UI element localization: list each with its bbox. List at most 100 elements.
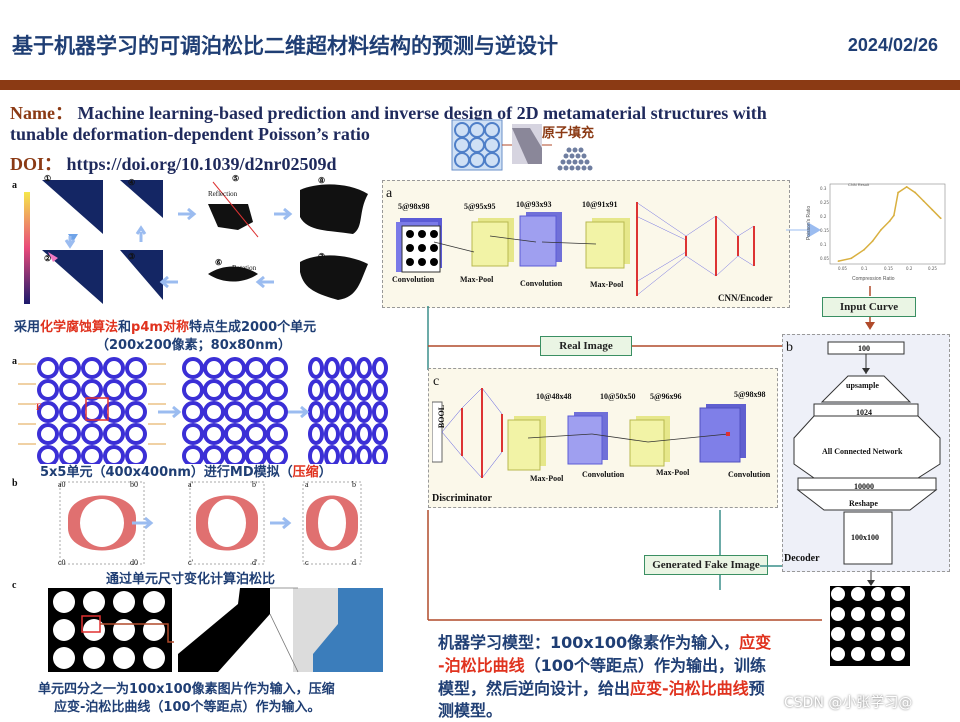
step-label-3: ③ xyxy=(128,252,136,261)
encoder-to-chart-arrow xyxy=(786,222,821,238)
disc-layer-4: 5@98x98 xyxy=(734,390,766,399)
real-image-tag: Real Image xyxy=(540,336,632,356)
caption-input-line2: 应变-泊松比曲线（100个等距点）作为输入。 xyxy=(54,700,321,715)
disc-layer-2: 10@50x50 xyxy=(600,392,636,401)
corner-b: b xyxy=(352,480,356,489)
caption-poisson: 通过单元尺寸变化计算泊松比 xyxy=(106,572,276,587)
chart-point xyxy=(837,260,840,263)
caption-etching-red2: p4m对称 xyxy=(131,320,189,335)
decoder-panel-letter: b xyxy=(786,340,793,355)
etching-algorithm-figure xyxy=(24,180,368,304)
doi-link[interactable]: https://doi.org/10.1039/d2nr02509d xyxy=(66,154,337,174)
summary-line3-pre: 模型，然后逆向设计，给出 xyxy=(438,679,631,698)
corner-a0: a0 xyxy=(58,480,66,489)
page-title: 基于机器学习的可调泊松比二维超材料结构的预测与逆设计 xyxy=(12,34,558,58)
chart-xtick-5: 0.25 xyxy=(928,266,937,271)
poisson-curve-svg xyxy=(829,183,946,265)
summary-line3-red: 应变-泊松比曲线 xyxy=(630,679,749,698)
chart-xtick-2: 0.1 xyxy=(861,266,868,271)
chart-point xyxy=(892,214,895,217)
chart-point xyxy=(863,248,865,251)
step-label-2: ② xyxy=(44,254,52,263)
cnn-layer-1: 5@98x98 xyxy=(398,202,430,211)
chart-ytick-3: 0.2 xyxy=(820,214,827,219)
panel-a-letter: a xyxy=(12,180,17,191)
summary-line4: 测模型。 xyxy=(438,701,503,720)
chart-legend: CNN Result xyxy=(848,182,870,187)
chart-ytick-2: 0.25 xyxy=(820,200,829,205)
decoder-diagram xyxy=(793,341,941,565)
summary-line2-red: -泊松比曲线 xyxy=(438,656,525,675)
summary-line1-red: 应变 xyxy=(739,633,772,652)
corner-d0: d0 xyxy=(130,558,138,567)
panel-md-letter: a xyxy=(12,356,17,367)
summary-line1-pre: 机器学习模型：100x100像素作为输入， xyxy=(438,633,740,652)
summary-line2: -泊松比曲线（100个等距点）作为输出，训练 xyxy=(438,655,766,677)
paper-title-part2: tunable deformation-dependent Poisson’s … xyxy=(10,124,370,144)
chart-point xyxy=(914,191,917,194)
paper-doi-line: DOI： https://doi.org/10.1039/d2nr02509d xyxy=(10,150,337,176)
decoder-output: 100x100 xyxy=(851,533,879,542)
unit-cell-deformation-figure xyxy=(59,481,362,565)
decoder-reshape: Reshape xyxy=(849,499,878,508)
force-label-left: F xyxy=(36,402,42,412)
caption-etching-mid: 和 xyxy=(118,320,132,335)
chart-ytick-5: 0.1 xyxy=(820,242,827,247)
cnn-op-1: Convolution xyxy=(392,275,435,284)
decoder-to-output-arrow xyxy=(867,570,875,586)
chart-ylabel: Poisson's Ratio xyxy=(806,205,813,241)
corner-c-prime: c' xyxy=(188,558,193,567)
caption-input-line1: 单元四分之一为100x100像素图片作为输入，压缩 xyxy=(38,682,335,697)
decoder-input: 100 xyxy=(858,344,870,353)
disc-op-4: Convolution xyxy=(728,470,771,479)
bool-label: BOOL xyxy=(437,404,447,429)
step-label-4: ④ xyxy=(128,178,136,187)
decoder-to-fake-line xyxy=(760,565,784,567)
input-curve-tag: Input Curve xyxy=(822,297,916,317)
summary-line1: 机器学习模型：100x100像素作为输入，应变 xyxy=(438,632,771,654)
cnn-layer-3: 10@93x93 xyxy=(516,200,552,209)
decoder-fcn: All Connected Network xyxy=(822,447,903,456)
chart-ytick-6: 0.05 xyxy=(820,256,829,261)
corner-c: c xyxy=(305,558,309,567)
pixel-input-figure xyxy=(48,587,383,673)
decoder-output-pattern xyxy=(830,586,910,666)
chart-xtick-3: 0.15 xyxy=(884,266,893,271)
generated-fake-tag: Generated Fake Image xyxy=(644,555,768,575)
discriminator-diagram xyxy=(432,387,746,479)
step-label-5: ⑤ xyxy=(232,174,240,183)
chart-point xyxy=(880,228,883,231)
cnn-layer-4: 10@91x91 xyxy=(582,200,618,209)
cnn-panel-letter: a xyxy=(386,186,393,201)
chart-xtick-4: 0.2 xyxy=(906,266,913,271)
rotation-label: Rotation xyxy=(232,264,257,272)
paper-title-part1: Machine learning-based prediction and in… xyxy=(77,103,767,123)
panel-c-letter-left: c xyxy=(12,580,17,591)
summary-line3-post: 预 xyxy=(748,679,765,698)
cnn-op-3: Convolution xyxy=(520,279,563,288)
cnn-op-2: Max-Pool xyxy=(460,275,494,284)
cnn-op-4: Max-Pool xyxy=(590,280,624,289)
chart-xtick-1: 0.05 xyxy=(838,266,847,271)
cnn-layer-2: 5@95x95 xyxy=(464,202,496,211)
doi-label: DOI： xyxy=(10,154,63,174)
discriminator-label: Discriminator xyxy=(432,493,492,504)
name-label: Name： xyxy=(10,103,73,123)
caption-etching-red1: 化学腐蚀算法 xyxy=(40,320,119,335)
caption-etching-pre: 采用 xyxy=(14,320,41,335)
corner-d: d xyxy=(352,558,356,567)
disc-layer-1: 10@48x48 xyxy=(536,392,572,401)
decoder-fc2: 10000 xyxy=(854,482,874,491)
csdn-watermark: CSDN @小张学习@ xyxy=(784,695,913,711)
panel-b-letter: b xyxy=(12,478,18,489)
caption-md-pre: 5x5单元（400x400nm）进行MD模拟（ xyxy=(40,465,293,480)
corner-d-prime: d' xyxy=(252,558,258,567)
chart-xlabel: Compression Ratio xyxy=(852,276,895,282)
atom-filling-label: 原子填充 xyxy=(542,126,595,141)
chart-ytick-1: 0.3 xyxy=(820,186,827,191)
caption-md: 5x5单元（400x400nm）进行MD模拟（压缩） xyxy=(40,461,332,480)
caption-md-red: 压缩 xyxy=(292,465,319,480)
title-divider xyxy=(0,80,960,90)
atom-filling-inset xyxy=(451,119,593,171)
reflection-label: Reflection xyxy=(208,190,238,198)
